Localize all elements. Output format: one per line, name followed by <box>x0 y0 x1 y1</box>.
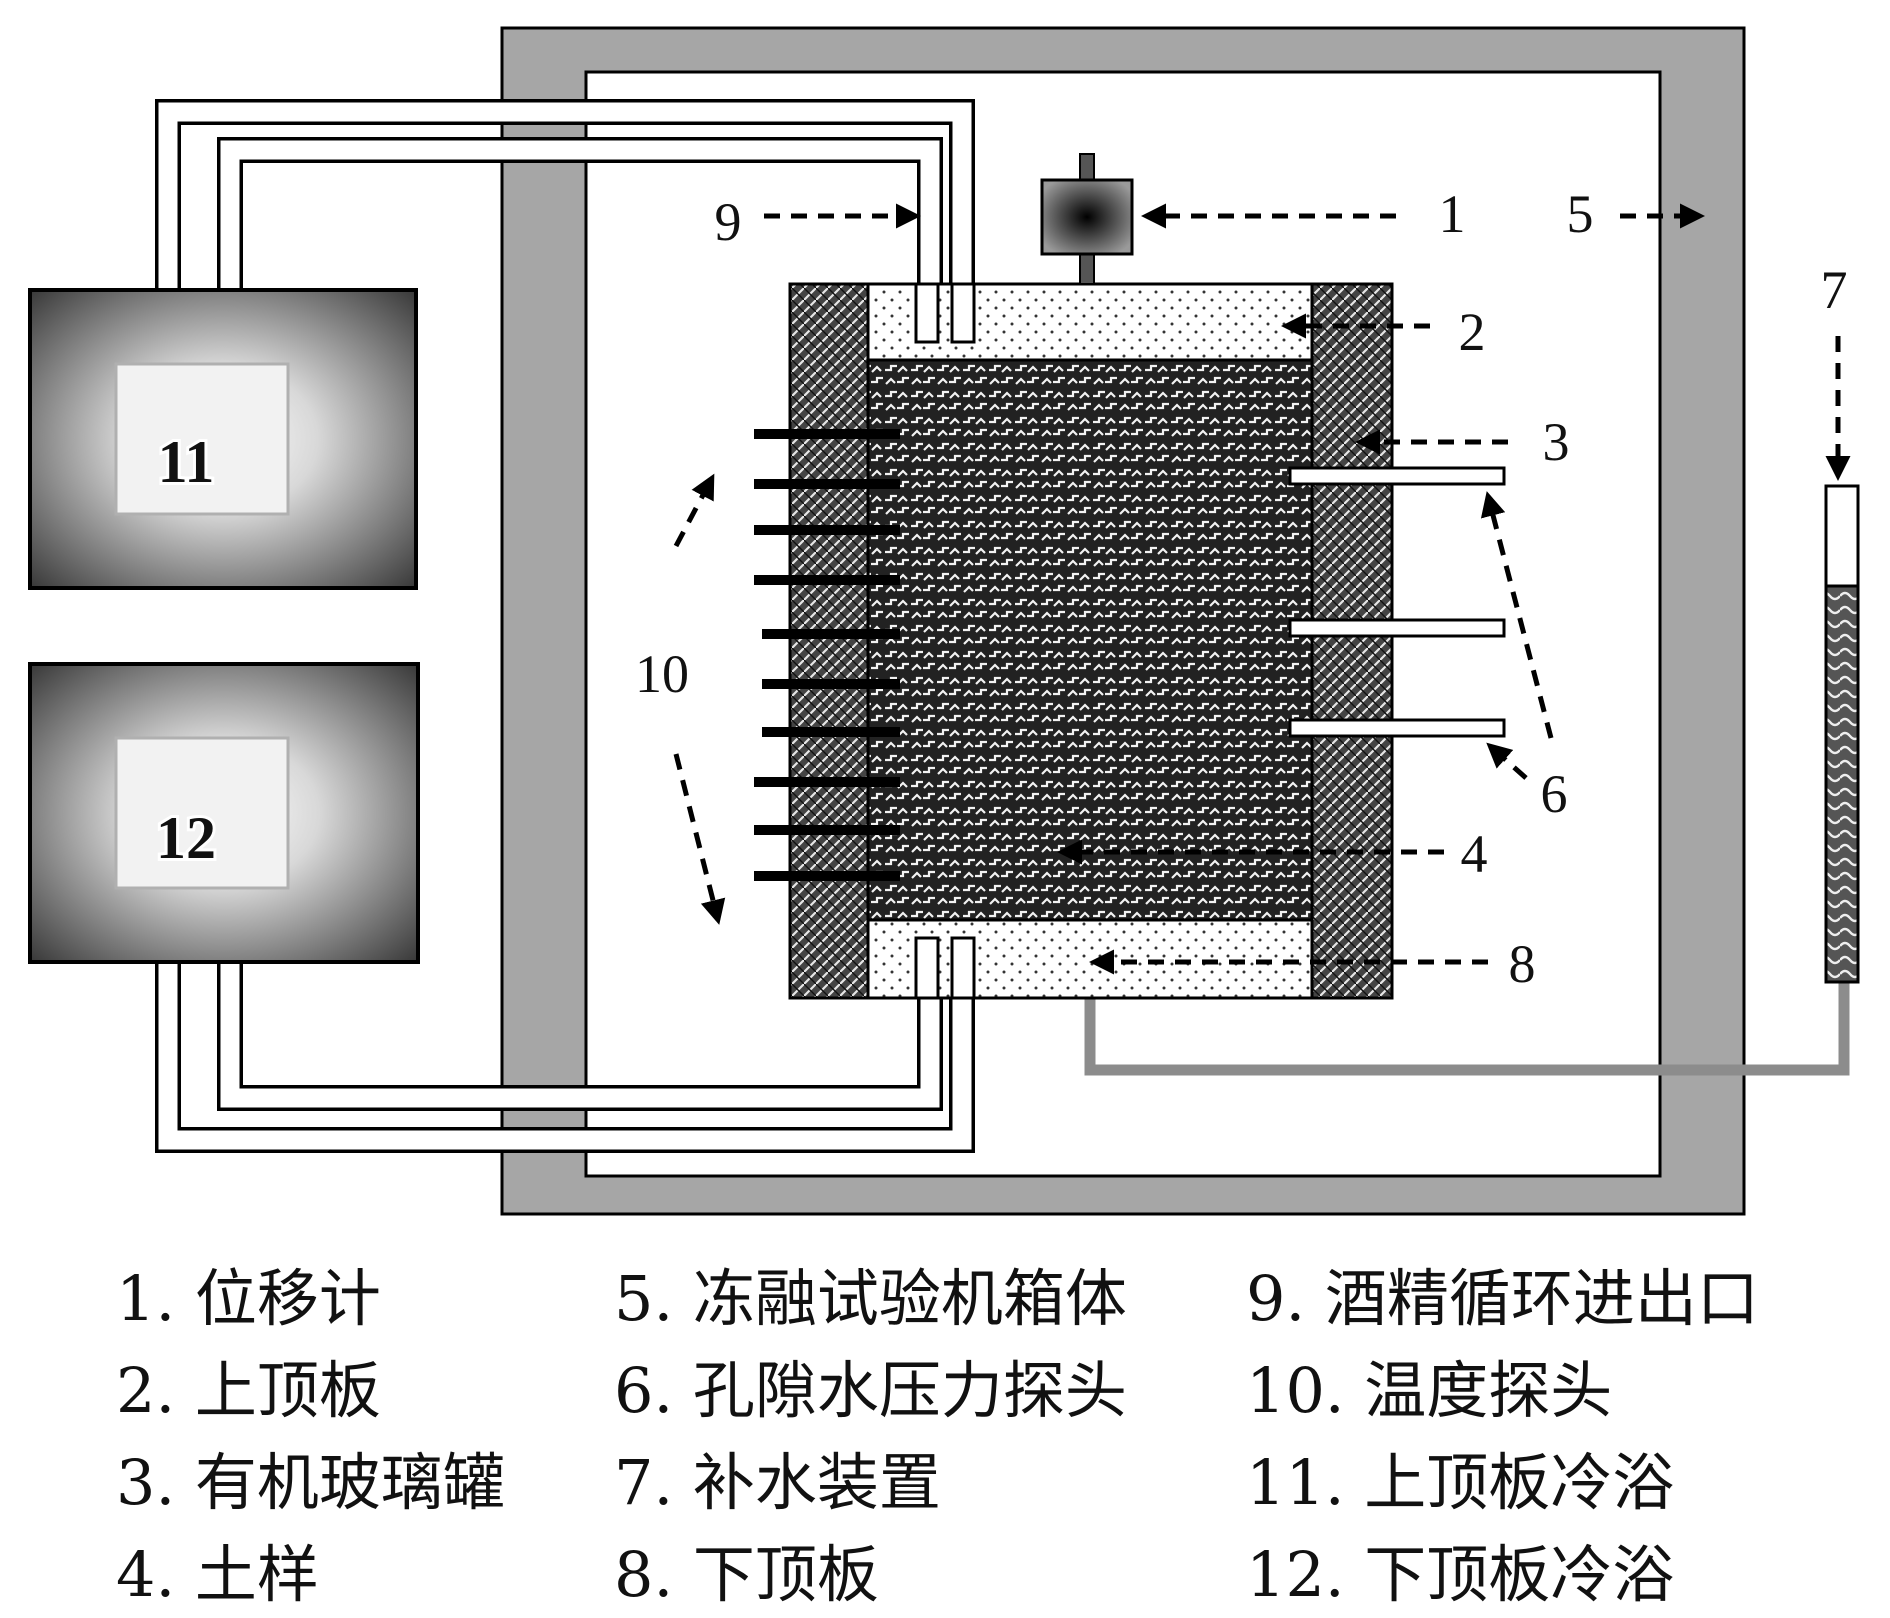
legend-item-2: 2. 上顶板 <box>116 1354 381 1427</box>
legend-item-10: 10. 温度探头 <box>1246 1354 1613 1427</box>
legend-item-4: 4. 土样 <box>116 1538 319 1611</box>
displacement-gauge <box>1040 153 1134 285</box>
legend-item-11: 11. 上顶板冷浴 <box>1246 1446 1675 1519</box>
label-9: 9 <box>715 192 742 252</box>
alcohol-circulation-pipes <box>155 99 975 1153</box>
legend-item-6: 6. 孔隙水压力探头 <box>614 1354 1127 1427</box>
upper-plate-cold-bath: 11 <box>28 288 418 590</box>
water-supply-device <box>1824 484 1860 984</box>
label-8: 8 <box>1509 934 1536 994</box>
label-4: 4 <box>1461 824 1488 884</box>
label-2: 2 <box>1459 302 1486 362</box>
label-7: 7 <box>1821 260 1848 320</box>
legend-item-1: 1. 位移计 <box>116 1262 381 1335</box>
label-10: 10 <box>635 644 689 704</box>
legend-item-3: 3. 有机玻璃罐 <box>116 1446 505 1519</box>
label-3: 3 <box>1543 412 1570 472</box>
label-1: 1 <box>1439 184 1466 244</box>
legend-item-12: 12. 下顶板冷浴 <box>1246 1538 1675 1611</box>
legend-item-5: 5. 冻融试验机箱体 <box>614 1262 1127 1335</box>
pore-water-pressure-probes <box>1288 466 1506 738</box>
label-5: 5 <box>1567 184 1594 244</box>
leader-arrows <box>673 203 1851 975</box>
label-6: 6 <box>1541 764 1568 824</box>
soil-sample <box>866 358 1314 922</box>
alcohol-pipe-inlets <box>914 282 976 1000</box>
legend-item-7: 7. 补水装置 <box>614 1446 941 1519</box>
label-12: 12 <box>156 805 216 871</box>
legend-item-9: 9. 酒精循环进出口 <box>1246 1262 1759 1335</box>
label-11: 11 <box>158 429 215 495</box>
legend-item-8: 8. 下顶板 <box>614 1538 879 1611</box>
temperature-probes <box>754 429 900 881</box>
callout-numbers: 1 2 3 4 5 6 7 8 9 10 <box>635 184 1848 994</box>
lower-plate-cold-bath: 12 <box>28 662 420 964</box>
